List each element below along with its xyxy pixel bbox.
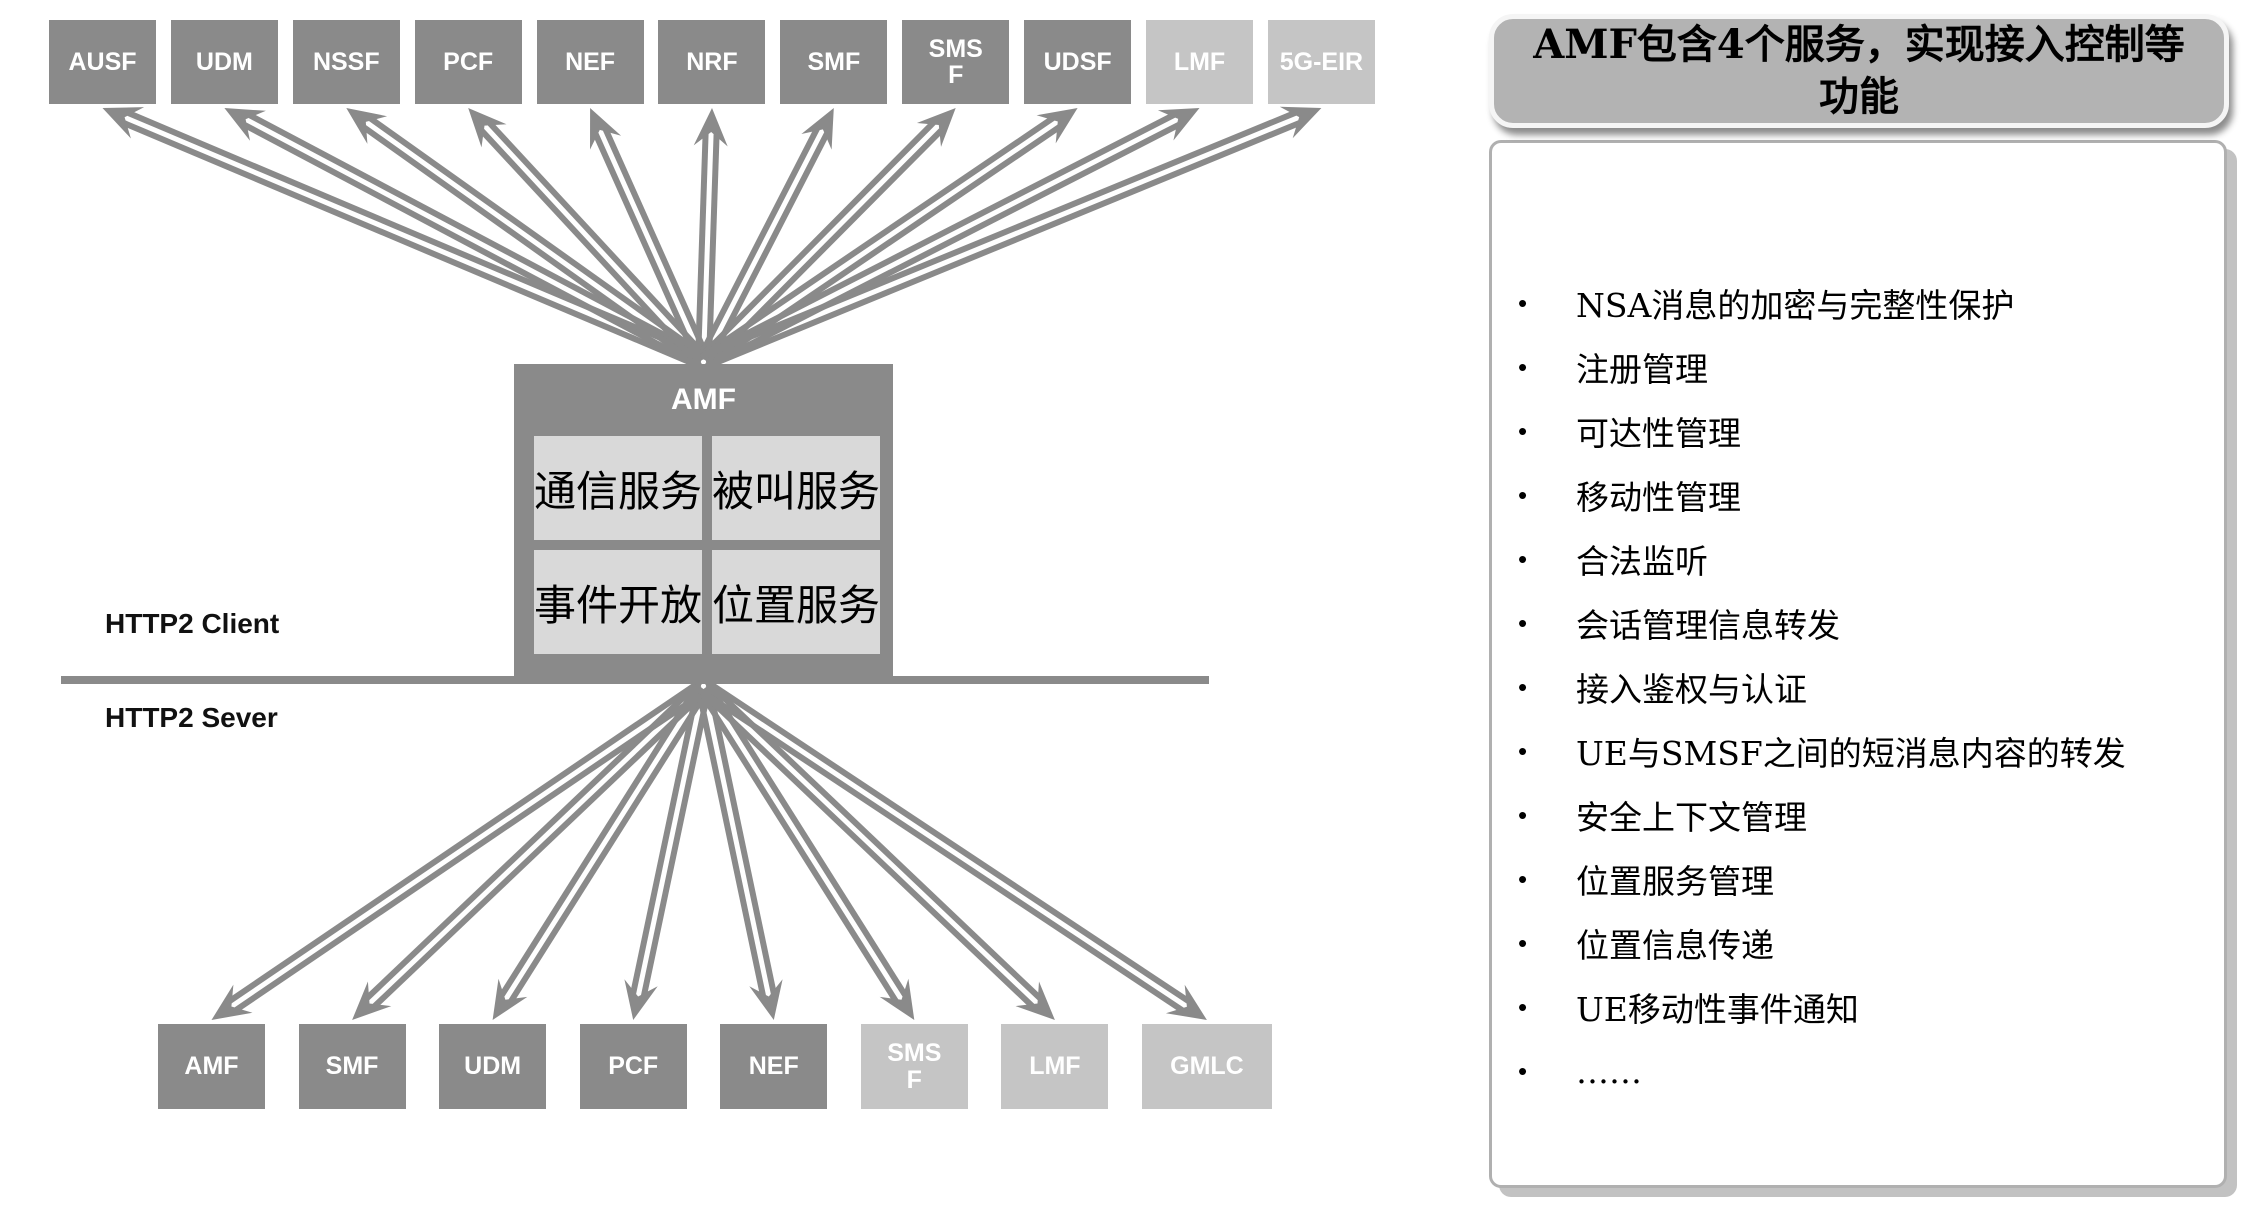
- http2-server-label: HTTP2 Sever: [105, 702, 278, 733]
- top-node-udm: UDM: [170, 20, 278, 104]
- callout-panel: • NSA消息的加密与完整性保护 • 注册管理 • 可达性管理 • 移动性管理 • 合法监…: [1489, 140, 2227, 1188]
- node-label: AUSF: [68, 47, 137, 76]
- amf-service-callee: 被叫服务: [712, 436, 881, 540]
- top-node-pcf: PCF: [414, 20, 522, 104]
- bullet-icon: •: [1518, 479, 1528, 510]
- amf-function-list: • NSA消息的加密与完整性保护 • 注册管理 • 可达性管理 • 移动性管理 • 合法监…: [1492, 271, 2224, 1103]
- amf-title: AMF: [671, 383, 736, 416]
- bullet-icon: •: [1518, 607, 1528, 638]
- node-label: PCF: [443, 47, 494, 76]
- node-label: GMLC: [1170, 1052, 1244, 1081]
- node-label: NSSF: [312, 47, 380, 76]
- top-node-5g-eir: 5G-EIR: [1267, 20, 1375, 104]
- top-node-smsf: SMS F: [902, 20, 1010, 104]
- top-node-smf: SMF: [780, 20, 888, 104]
- node-label: UDM: [195, 47, 253, 76]
- node-label: AMF: [184, 1052, 239, 1081]
- list-item-text: 移动性管理: [1576, 478, 1741, 517]
- bullet-icon: •: [1518, 1055, 1528, 1086]
- node-label: UDSF: [1043, 47, 1112, 76]
- bullet-icon: •: [1518, 543, 1528, 574]
- bottom-node-lmf: LMF: [1001, 1024, 1109, 1109]
- top-node-ausf: AUSF: [49, 20, 156, 104]
- bullet-icon: •: [1518, 415, 1528, 446]
- bullet-icon: •: [1518, 927, 1528, 958]
- bottom-node-smsf: SMS F: [860, 1024, 968, 1109]
- node-label: NEF: [748, 1052, 799, 1081]
- top-node-nssf: NSSF: [292, 20, 400, 104]
- bullet-icon: •: [1518, 991, 1528, 1022]
- node-label: SMF: [325, 1052, 379, 1081]
- top-node-lmf: LMF: [1146, 20, 1254, 104]
- top-node-udsf: UDSF: [1024, 20, 1132, 104]
- node-label: UDM: [464, 1052, 522, 1081]
- node-label: SMS F: [928, 34, 983, 89]
- bullet-icon: •: [1518, 287, 1528, 318]
- list-item: • 位置信息传递: [1518, 911, 2204, 975]
- list-item: • 合法监听: [1518, 527, 2204, 591]
- list-item: • UE与SMSF之间的短消息内容的转发: [1518, 719, 2204, 783]
- list-item-text: 会话管理信息转发: [1576, 606, 1840, 645]
- top-node-nef: NEF: [536, 20, 644, 104]
- top-node-nrf: NRF: [658, 20, 766, 104]
- list-item-text: 注册管理: [1576, 350, 1708, 389]
- node-label: NRF: [686, 47, 738, 76]
- list-item-text: UE移动性事件通知: [1576, 990, 1859, 1029]
- bottom-node-nef: NEF: [720, 1024, 828, 1109]
- bottom-node-smf: SMF: [298, 1024, 406, 1109]
- node-label: SMS F: [887, 1039, 942, 1094]
- list-item: • 会话管理信息转发: [1518, 591, 2204, 655]
- node-label: PCF: [608, 1052, 659, 1081]
- bottom-node-row: AMF SMF UDM PCF NEF SMS F LMF GMLC: [158, 1024, 1272, 1109]
- amf-service-communication: 通信服务: [534, 436, 703, 540]
- http2-client-label: HTTP2 Client: [105, 608, 280, 639]
- amf-box: AMF 通信服务 被叫服务 事件开放 位置服务: [514, 364, 893, 676]
- http2-divider: [61, 676, 1209, 684]
- bullet-icon: •: [1518, 863, 1528, 894]
- list-item-text: 合法监听: [1576, 542, 1708, 581]
- list-item: • ……: [1518, 1039, 2204, 1103]
- list-item-text: NSA消息的加密与完整性保护: [1576, 286, 2015, 325]
- callout-title: AMF包含4个服务，实现接入控制等功能: [1489, 14, 2229, 128]
- list-item-text: 接入鉴权与认证: [1576, 670, 1807, 709]
- list-item-text: 可达性管理: [1576, 414, 1741, 453]
- list-item-text: 位置服务管理: [1576, 862, 1774, 901]
- list-item-text: UE与SMSF之间的短消息内容的转发: [1576, 734, 2126, 773]
- list-item-text: ……: [1576, 1051, 1642, 1091]
- bottom-node-pcf: PCF: [579, 1024, 687, 1109]
- list-item: • 接入鉴权与认证: [1518, 655, 2204, 719]
- list-item: • 位置服务管理: [1518, 847, 2204, 911]
- bottom-node-amf: AMF: [158, 1024, 265, 1109]
- node-label: NEF: [565, 47, 616, 76]
- bullet-icon: •: [1518, 671, 1528, 702]
- bottom-node-gmlc: GMLC: [1141, 1024, 1272, 1109]
- list-item: • NSA消息的加密与完整性保护: [1518, 271, 2204, 335]
- list-item-text: 安全上下文管理: [1576, 798, 1807, 837]
- amf-service-location: 位置服务: [712, 550, 881, 654]
- list-item: • 注册管理: [1518, 335, 2204, 399]
- bullet-icon: •: [1518, 351, 1528, 382]
- amf-service-event-exposure: 事件开放: [534, 550, 703, 654]
- amf-service-grid: 通信服务 被叫服务 事件开放 位置服务: [534, 436, 881, 654]
- bullet-icon: •: [1518, 799, 1528, 830]
- list-item: • 安全上下文管理: [1518, 783, 2204, 847]
- node-label: SMF: [807, 47, 861, 76]
- top-node-row: AUSF UDM NSSF PCF NEF NRF SMF SMS F UDSF…: [49, 20, 1375, 104]
- bottom-node-udm: UDM: [439, 1024, 547, 1109]
- list-item: • 可达性管理: [1518, 399, 2204, 463]
- bullet-icon: •: [1518, 735, 1528, 766]
- list-item-text: 位置信息传递: [1576, 926, 1774, 965]
- node-label: LMF: [1029, 1052, 1081, 1081]
- node-label: 5G-EIR: [1279, 47, 1364, 76]
- node-label: LMF: [1173, 47, 1226, 76]
- list-item: • 移动性管理: [1518, 463, 2204, 527]
- list-item: • UE移动性事件通知: [1518, 975, 2204, 1039]
